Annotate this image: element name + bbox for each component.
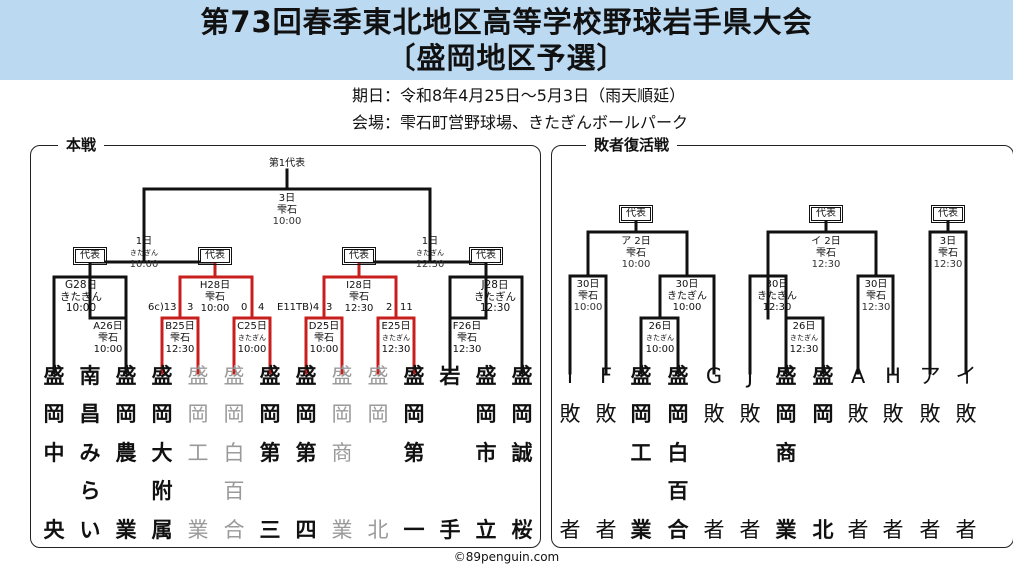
daihyo-badge: 代表 [809, 205, 843, 223]
team-name: 盛岡第三 [259, 364, 281, 542]
main-bracket-label: 本戦 [58, 136, 105, 154]
score-e-right: 11 [400, 302, 413, 313]
team-name: 盛岡北 [367, 364, 389, 542]
daihyo-badge: 代表 [931, 205, 965, 223]
team-name: 盛岡大附属 [151, 364, 173, 542]
daihyo-badge: 代表 [73, 247, 107, 265]
score-b-note: 6c)13 [148, 302, 177, 313]
team-name: 南昌みらい [79, 364, 101, 542]
team-name: 岩手 [439, 364, 461, 542]
tournament-title: 第73回春季東北地区高等学校野球岩手県大会 [200, 5, 813, 39]
daihyo-badge: 代表 [198, 247, 232, 265]
daihyo-badge: 代表 [469, 247, 503, 265]
team-name: 盛岡中央 [43, 364, 65, 542]
team-name: 盛岡農業 [115, 364, 137, 542]
score-b-left: 3 [187, 302, 194, 313]
score-d-right: 3 [326, 302, 333, 313]
team-name: 盛岡白百合 [667, 364, 689, 542]
score-c-left: 0 [241, 302, 248, 313]
team-name: 盛岡工業 [187, 364, 209, 542]
score-d-note: E11TB)4 [277, 302, 320, 313]
copyright: ©89penguin.com [453, 550, 560, 564]
team-name: 盛岡商業 [775, 364, 797, 542]
schedule-dates: 期日：令和8年4月25日～5月3日（雨天順延） [352, 86, 686, 105]
daihyo-badge: 代表 [619, 205, 653, 223]
daihyo-badge: 代表 [342, 247, 376, 265]
team-name: 盛岡商業 [331, 364, 353, 542]
repechage-label: 敗者復活戦 [586, 136, 678, 154]
team-name: 盛岡市立 [475, 364, 497, 542]
main-bracket-panel [30, 145, 541, 548]
team-name: 盛岡工業 [630, 364, 652, 542]
title-banner [0, 0, 1013, 80]
venue-info: 会場：雫石町営野球場、きたぎんボールパーク [352, 113, 689, 132]
team-name: 盛岡第一 [403, 364, 425, 542]
repechage-panel [551, 145, 1013, 548]
team-name: 盛岡白百合 [223, 364, 245, 542]
team-name: ア敗者 [919, 364, 941, 542]
team-name: 盛岡第四 [295, 364, 317, 542]
team-name: イ敗者 [955, 364, 977, 542]
first-rep-label: 第1代表 [268, 158, 306, 169]
score-c-right: 4 [258, 302, 265, 313]
team-name: 盛岡北 [812, 364, 834, 542]
team-name: 盛岡誠桜 [511, 364, 533, 542]
score-e-left: 2 [386, 302, 393, 313]
tournament-subtitle: 〔盛岡地区予選〕 [386, 41, 627, 75]
